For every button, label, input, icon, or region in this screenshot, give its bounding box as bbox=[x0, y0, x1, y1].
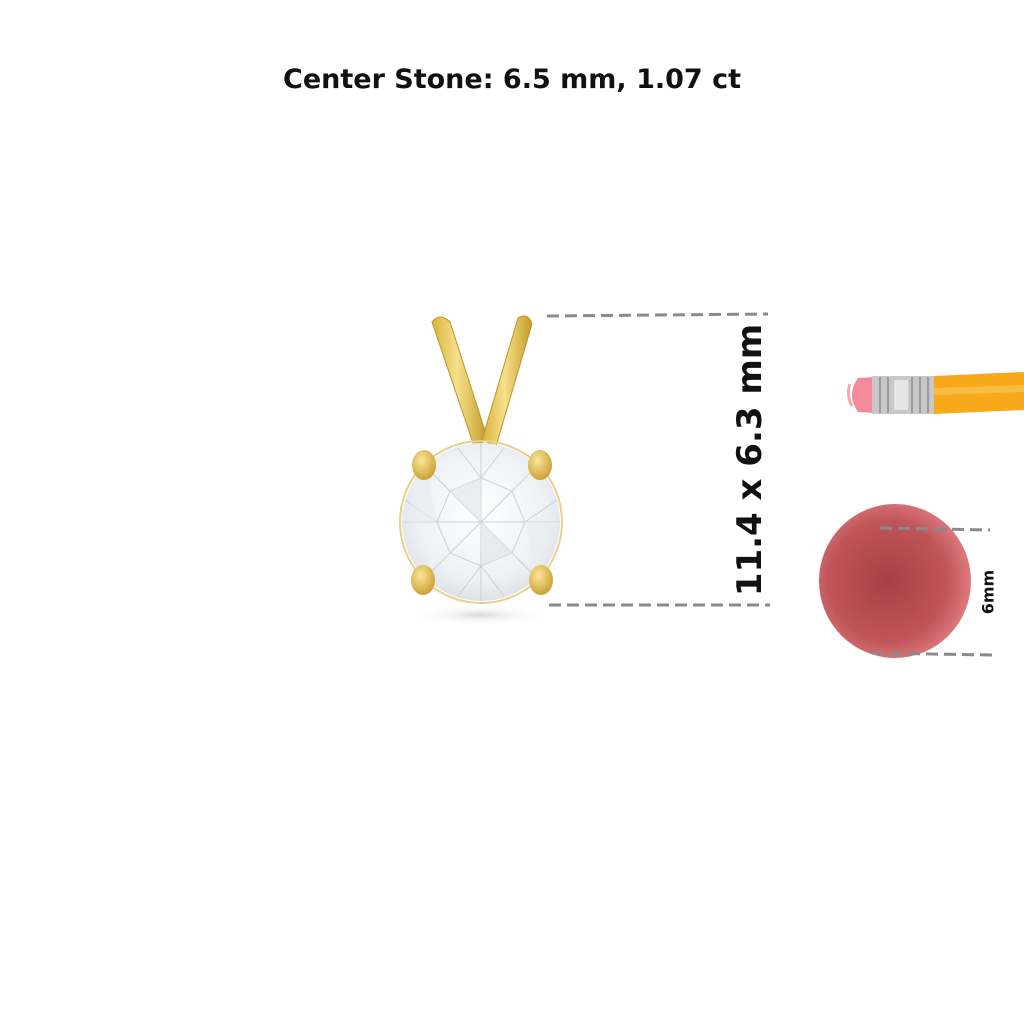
pendant-dimension-label: 11.4 x 6.3 mm bbox=[730, 323, 770, 597]
eraser-icon bbox=[819, 504, 971, 658]
eraser-bottom-dash bbox=[871, 651, 993, 657]
pendant-top-dash bbox=[546, 312, 769, 318]
eraser-top-dash bbox=[879, 526, 991, 532]
eraser-dimension-label: 6mm bbox=[978, 569, 998, 615]
pencil-icon bbox=[846, 372, 1024, 414]
pendant-image bbox=[399, 315, 563, 625]
center-stone-caption: Center Stone: 6.5 mm, 1.07 ct bbox=[283, 64, 741, 95]
